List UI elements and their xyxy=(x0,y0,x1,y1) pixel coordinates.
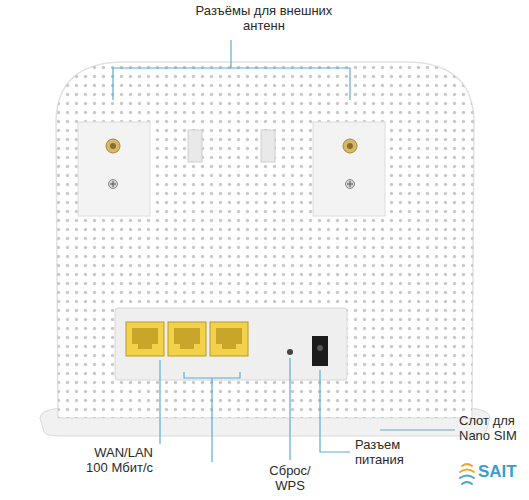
antenna-panel xyxy=(313,122,385,216)
mount-slot xyxy=(261,130,275,162)
screw xyxy=(109,180,118,189)
antenna-connector xyxy=(343,139,357,153)
watermark: SAIT xyxy=(478,462,526,482)
leader-line xyxy=(184,372,240,378)
leader-line xyxy=(380,429,455,430)
leader-line xyxy=(159,360,160,444)
part-label: Слот для Nano SIM xyxy=(459,414,523,444)
leader-line xyxy=(211,378,212,462)
part-label: Сброс/ WPS xyxy=(262,464,318,494)
antenna-connector xyxy=(110,143,116,149)
part-label: WAN/LAN 100 Мбит/с xyxy=(75,446,153,476)
ethernet-port xyxy=(216,328,242,349)
ethernet-port xyxy=(174,328,200,349)
part-label: Разъем питания xyxy=(355,438,419,468)
logo-mark xyxy=(460,464,474,484)
power-jack xyxy=(317,345,323,351)
port-panel xyxy=(115,308,347,380)
leader-line xyxy=(230,40,231,68)
screw xyxy=(347,181,353,187)
ethernet-port xyxy=(126,322,164,356)
antenna-panel xyxy=(78,122,150,216)
leader-line xyxy=(289,358,290,460)
reset-hole xyxy=(287,349,293,355)
vent-holes xyxy=(50,60,480,420)
ethernet-port xyxy=(168,322,206,356)
ethernet-port xyxy=(132,328,158,349)
leader-line xyxy=(320,370,350,452)
part-label: Разъёмы для внешних антенн xyxy=(189,4,339,34)
leader-line xyxy=(113,68,350,100)
screw xyxy=(110,181,116,187)
antenna-connector xyxy=(347,143,353,149)
antenna-connector xyxy=(106,139,120,153)
mount-slot xyxy=(188,130,202,162)
leader-lines xyxy=(113,40,455,462)
screw xyxy=(346,180,355,189)
power-jack xyxy=(312,336,328,366)
ethernet-port xyxy=(210,322,248,356)
